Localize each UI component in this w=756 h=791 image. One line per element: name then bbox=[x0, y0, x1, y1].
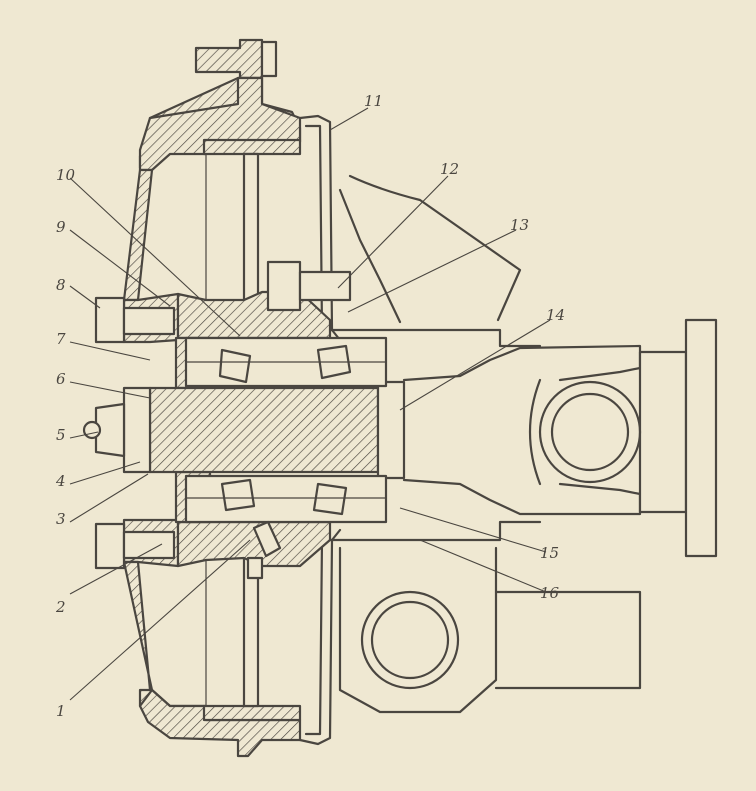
callout-8: 8 bbox=[56, 276, 66, 294]
top-bolt bbox=[194, 38, 278, 80]
shaft bbox=[82, 380, 406, 480]
callout-11: 11 bbox=[364, 92, 383, 110]
callout-4: 4 bbox=[55, 472, 66, 490]
callout-2: 2 bbox=[55, 598, 66, 616]
callout-15: 15 bbox=[540, 544, 559, 562]
callout-10: 10 bbox=[56, 166, 76, 184]
bearings bbox=[184, 336, 388, 524]
grease-fitting bbox=[246, 520, 282, 580]
cover-plate bbox=[298, 114, 342, 746]
callout-3: 3 bbox=[56, 510, 66, 528]
callout-7: 7 bbox=[56, 330, 66, 348]
callout-13: 13 bbox=[510, 216, 529, 234]
lever-arm bbox=[338, 174, 642, 714]
callout-12: 12 bbox=[440, 160, 459, 178]
yoke bbox=[328, 318, 718, 558]
left-bolts bbox=[94, 296, 176, 570]
callout-16: 16 bbox=[540, 584, 560, 602]
callout-6: 6 bbox=[56, 370, 66, 388]
leader-lines bbox=[69, 107, 551, 701]
drum bbox=[202, 138, 302, 722]
callout-14: 14 bbox=[546, 306, 565, 324]
callout-labels: 1 2 3 4 5 6 7 8 9 10 11 12 13 14 15 16 bbox=[55, 92, 565, 720]
callout-1: 1 bbox=[56, 702, 66, 720]
callout-5: 5 bbox=[56, 426, 66, 444]
callout-9: 9 bbox=[56, 218, 66, 236]
bolt-12 bbox=[266, 260, 352, 312]
